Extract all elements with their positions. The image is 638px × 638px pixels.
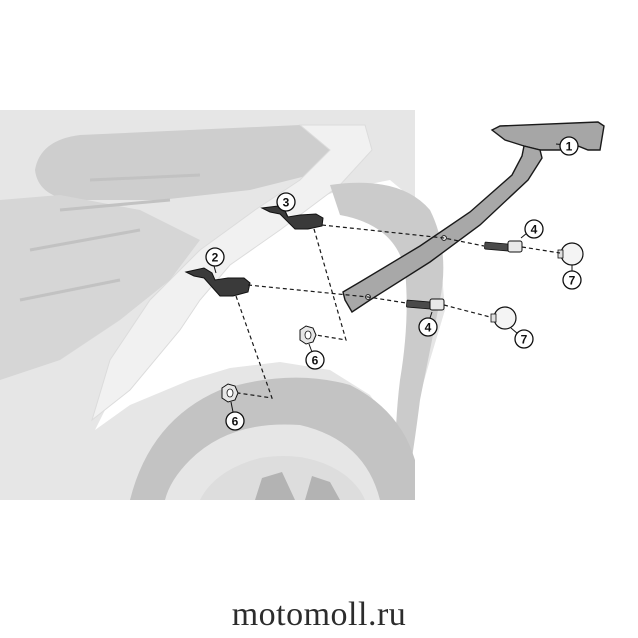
callout-label: 3 xyxy=(283,196,290,210)
rear-tire xyxy=(130,377,415,500)
bolt-lower xyxy=(406,298,445,311)
callout-label: 7 xyxy=(521,333,528,347)
callout-label: 4 xyxy=(425,321,432,335)
frame-lines xyxy=(19,173,201,302)
rack-top-plate xyxy=(490,121,605,151)
callout-label: 4 xyxy=(531,223,538,237)
side-panel xyxy=(0,195,200,380)
assembly-leaders xyxy=(235,224,561,399)
callout-6-upper: 6 xyxy=(305,343,325,370)
callout-label: 6 xyxy=(232,415,239,429)
callout-4-upper: 4 xyxy=(520,219,544,239)
callout-1: 1 xyxy=(555,136,579,156)
tail-fairing xyxy=(91,124,373,422)
callout-7-lower: 7 xyxy=(510,327,534,349)
callout-7-upper: 7 xyxy=(562,265,582,290)
callout-label: 6 xyxy=(312,354,319,368)
site-watermark: motomoll.ru xyxy=(231,596,407,633)
callout-2: 2 xyxy=(205,247,225,274)
wheel-spoke-gap xyxy=(255,472,340,500)
callout-3: 3 xyxy=(276,192,296,217)
rack-arm-body xyxy=(342,145,543,313)
bracket-2 xyxy=(184,267,251,297)
nut-upper xyxy=(299,325,317,345)
callout-label: 7 xyxy=(569,274,576,288)
cap-upper xyxy=(557,242,584,266)
bolt-upper xyxy=(484,240,523,253)
nut-lower xyxy=(221,383,239,403)
callout-label: 1 xyxy=(566,140,573,154)
cap-lower xyxy=(490,306,517,330)
bike-seat xyxy=(35,124,365,200)
callout-label: 2 xyxy=(212,251,219,265)
motorcycle-silhouette xyxy=(0,110,445,500)
callout-6-lower: 6 xyxy=(225,401,245,431)
callout-4-lower: 4 xyxy=(418,311,438,337)
